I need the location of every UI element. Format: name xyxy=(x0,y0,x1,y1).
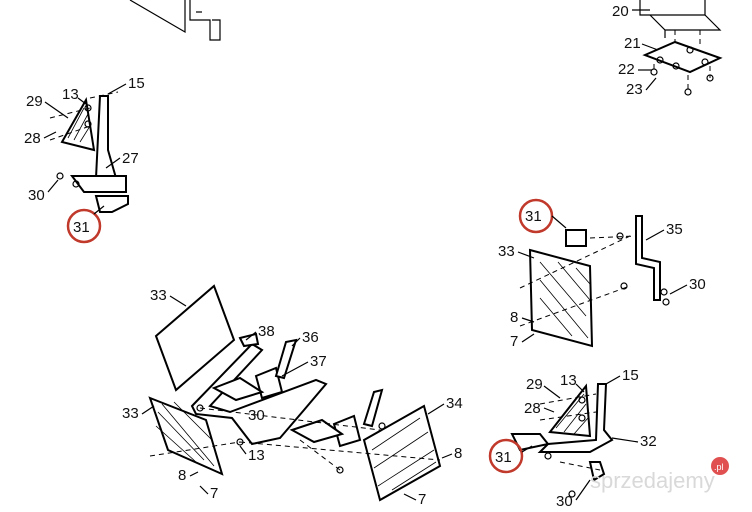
label-31-right: 31 xyxy=(525,208,542,225)
label-13-bottom: 13 xyxy=(248,447,265,464)
label-15-left: 15 xyxy=(128,75,145,92)
label-7-right: 7 xyxy=(510,333,518,350)
right-sign-assembly xyxy=(519,215,670,348)
label-23: 23 xyxy=(626,81,643,98)
label-31-left: 31 xyxy=(73,219,90,236)
label-22: 22 xyxy=(618,61,635,78)
label-31-bottom-right: 31 xyxy=(495,449,512,466)
label-29-bottom-right: 29 xyxy=(526,376,543,393)
label-8-bottom-right: 8 xyxy=(454,445,462,462)
label-33-right: 33 xyxy=(498,243,515,260)
highlight-circle-31-left xyxy=(66,208,102,244)
left-bracket-assembly xyxy=(49,91,129,213)
label-32: 32 xyxy=(640,433,657,450)
label-33-bottom-top: 33 xyxy=(150,287,167,304)
label-30-right: 30 xyxy=(689,276,706,293)
top-left-bracket xyxy=(129,0,221,41)
label-30-left: 30 xyxy=(28,187,45,204)
bottom-frame-assembly xyxy=(148,284,442,502)
label-7-bottom-right: 7 xyxy=(418,491,426,508)
label-33-bottom-left: 33 xyxy=(122,405,139,422)
label-29-left: 29 xyxy=(26,93,43,110)
label-35: 35 xyxy=(666,221,683,238)
watermark-suffix: .pl xyxy=(714,462,724,472)
top-right-plate-assembly xyxy=(639,0,723,96)
highlight-circle-31-bottom-right xyxy=(488,438,524,474)
watermark-text: sprzedajemy xyxy=(590,468,715,493)
label-30-bottom-right: 30 xyxy=(556,493,573,510)
label-30-bottom: 30 xyxy=(248,407,265,424)
label-36: 36 xyxy=(302,329,319,346)
label-20: 20 xyxy=(612,3,629,20)
label-27: 27 xyxy=(122,150,139,167)
label-7-bottom-left: 7 xyxy=(210,485,218,502)
label-15-bottom-right: 15 xyxy=(622,367,639,384)
label-34: 34 xyxy=(446,395,463,412)
label-21: 21 xyxy=(624,35,641,52)
watermark-logo-dot xyxy=(711,457,729,475)
bottom-right-bracket-assembly xyxy=(510,383,614,498)
label-28-left: 28 xyxy=(24,130,41,147)
label-38: 38 xyxy=(258,323,275,340)
label-8-bottom-left: 8 xyxy=(178,467,186,484)
label-37: 37 xyxy=(310,353,327,370)
label-28-bottom-right: 28 xyxy=(524,400,541,417)
label-8-right: 8 xyxy=(510,309,518,326)
label-13-left: 13 xyxy=(62,86,79,103)
label-13-bottom-right: 13 xyxy=(560,372,577,389)
